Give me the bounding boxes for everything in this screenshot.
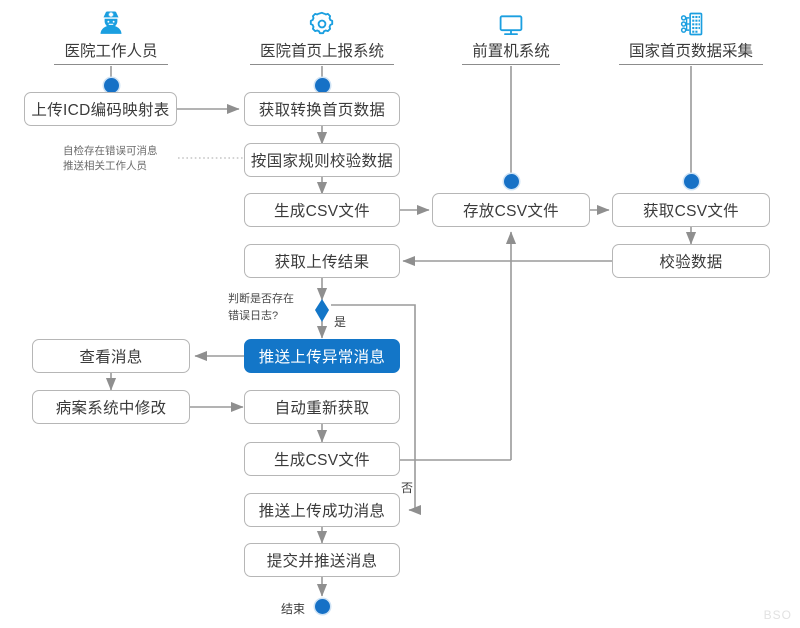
lane-title-frontend: 前置机系统 — [462, 38, 560, 65]
start-dot-frontend — [504, 174, 519, 189]
node-label: 存放CSV文件 — [463, 203, 559, 220]
node-label: 获取CSV文件 — [643, 203, 739, 220]
node-label: 获取转换首页数据 — [258, 102, 386, 119]
node-push-upload-error-message[interactable]: 推送上传异常消息 — [244, 339, 400, 373]
self-check-note: 自检存在错误可消息 推送相关工作人员 — [63, 144, 158, 174]
lane-staff[interactable]: 医院工作人员 — [31, 4, 191, 65]
node-fetch-csv[interactable]: 获取CSV文件 — [612, 193, 770, 227]
lane-report[interactable]: 医院首页上报系统 — [232, 4, 412, 65]
node-generate-csv-2[interactable]: 生成CSV文件 — [244, 442, 400, 476]
server-icon — [601, 4, 781, 38]
node-label: 获取上传结果 — [274, 254, 370, 271]
end-label: 结束 — [281, 602, 306, 616]
start-dot-report — [315, 78, 330, 93]
decision-question-line2: 错误日志? — [228, 309, 279, 322]
self-check-note-line1: 自检存在错误可消息 — [63, 145, 158, 157]
node-label: 校验数据 — [659, 254, 723, 271]
node-upload-icd-map[interactable]: 上传ICD编码映射表 — [24, 92, 177, 126]
self-check-note-line2: 推送相关工作人员 — [63, 160, 147, 173]
node-store-csv[interactable]: 存放CSV文件 — [432, 193, 590, 227]
decision-diamond — [315, 299, 329, 322]
node-view-message[interactable]: 查看消息 — [32, 339, 190, 373]
node-verify-data[interactable]: 校验数据 — [612, 244, 770, 278]
node-label: 生成CSV文件 — [274, 452, 370, 469]
nurse-icon — [31, 4, 191, 38]
watermark: BSO — [763, 608, 792, 622]
branch-label-yes: 是 — [334, 315, 347, 329]
lane-frontend[interactable]: 前置机系统 — [441, 4, 581, 65]
decision-question-line1: 判断是否存在 — [228, 293, 294, 305]
start-dot-national — [684, 174, 699, 189]
monitor-icon — [441, 4, 581, 38]
node-fetch-convert-data[interactable]: 获取转换首页数据 — [244, 92, 400, 126]
node-edit-in-record-system[interactable]: 病案系统中修改 — [32, 390, 190, 424]
gear-icon — [232, 4, 412, 38]
node-validate-by-national-rules[interactable]: 按国家规则校验数据 — [244, 143, 400, 177]
branch-label-no: 否 — [401, 481, 414, 495]
node-label: 查看消息 — [79, 349, 143, 366]
node-generate-csv-1[interactable]: 生成CSV文件 — [244, 193, 400, 227]
end-dot — [315, 599, 330, 614]
node-submit-and-push-message[interactable]: 提交并推送消息 — [244, 543, 400, 577]
node-label: 自动重新获取 — [274, 400, 370, 417]
node-label: 提交并推送消息 — [266, 553, 378, 570]
node-label: 推送上传异常消息 — [258, 349, 386, 366]
node-get-upload-result[interactable]: 获取上传结果 — [244, 244, 400, 278]
node-label: 上传ICD编码映射表 — [31, 102, 170, 119]
decision-question: 判断是否存在 错误日志? — [228, 291, 294, 324]
node-label: 按国家规则校验数据 — [250, 153, 394, 170]
node-auto-refetch[interactable]: 自动重新获取 — [244, 390, 400, 424]
lane-title-report: 医院首页上报系统 — [249, 38, 394, 65]
node-push-upload-success-message[interactable]: 推送上传成功消息 — [244, 493, 400, 527]
node-label: 推送上传成功消息 — [258, 503, 386, 520]
node-label: 生成CSV文件 — [274, 203, 370, 220]
lane-title-staff: 医院工作人员 — [54, 38, 168, 65]
lane-national[interactable]: 国家首页数据采集 — [601, 4, 781, 65]
node-label: 病案系统中修改 — [55, 400, 167, 417]
start-dot-staff — [104, 78, 119, 93]
lane-title-national: 国家首页数据采集 — [618, 38, 763, 65]
